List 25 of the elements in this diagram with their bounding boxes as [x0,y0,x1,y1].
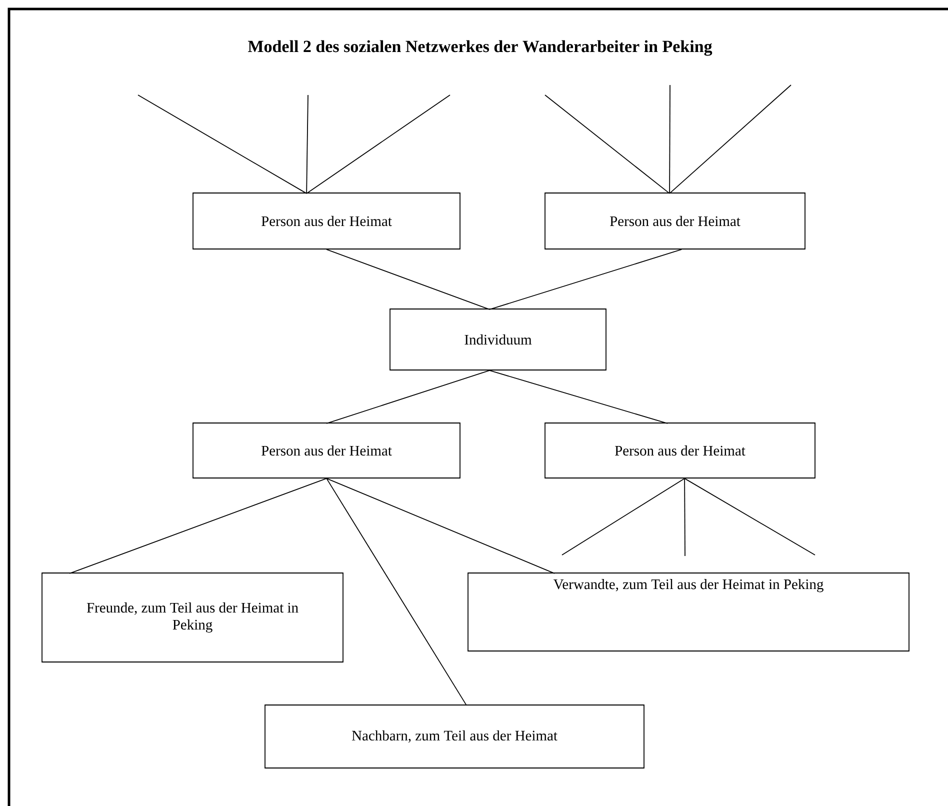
text-box: Freunde, zum Teil aus der Heimat in Peking [42,572,344,662]
connector-line [669,84,670,194]
connector-line [326,478,467,706]
connector-line [489,370,668,424]
text-box: Individuum [390,308,606,370]
text-box: Person aus der Heimat [544,422,816,478]
connector-line [544,94,670,194]
text-box: Person aus der Heimat [192,192,460,250]
connector-line [326,370,490,424]
connector-line [684,478,816,556]
connector-line [669,84,792,194]
text-box: Person aus der Heimat [544,192,806,250]
connector-line [306,94,308,194]
connector-line [326,478,555,574]
connector-line [326,249,490,310]
connector-line [138,94,307,194]
connector-line [684,478,686,556]
connector-line [562,478,685,556]
connector-line [306,94,450,194]
text-box: Nachbarn, zum Teil aus der Heimat [264,704,644,768]
text-box: Person aus der Heimat [192,422,460,478]
connector-line [69,478,327,574]
connector-line [489,249,682,310]
title: Modell 2 des sozialen Netzwerkes der Wanderarbeiter in Peking [248,40,712,56]
text-box: Verwandte, zum Teil aus der Heimat in Peking [468,572,910,652]
